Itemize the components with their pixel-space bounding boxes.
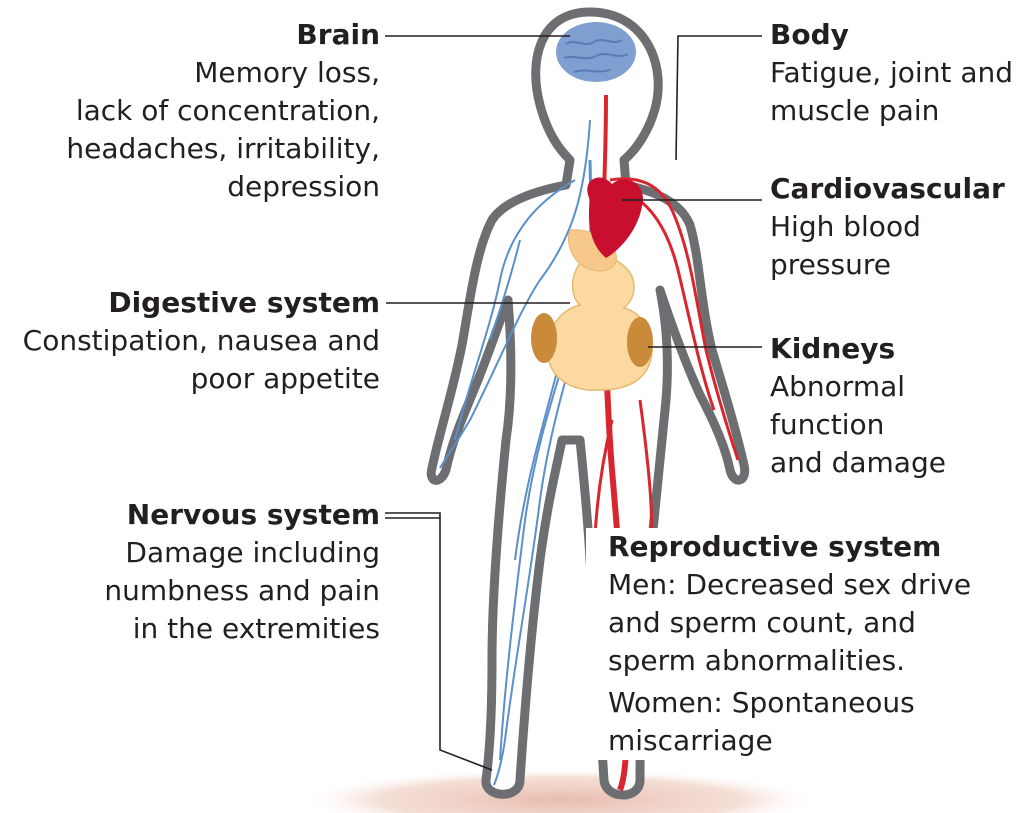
nervous-title: Nervous system: [0, 496, 380, 534]
kidneys-callout: Kidneys Abnormal function and damage: [770, 330, 946, 482]
left-kidney: [531, 313, 557, 363]
reproductive-women-line: miscarriage: [608, 722, 1026, 760]
brain-callout: Brain Memory loss, lack of concentration…: [0, 16, 380, 206]
reproductive-men-line: Men: Decreased sex drive: [608, 566, 1026, 604]
cardiovascular-line: High blood: [770, 208, 1005, 246]
reproductive-men-line: sperm abnormalities.: [608, 642, 1026, 680]
digestive-callout: Digestive system Constipation, nausea an…: [0, 284, 380, 398]
kidneys-line: function: [770, 406, 946, 444]
kidneys-line: Abnormal: [770, 368, 946, 406]
brain-title: Brain: [0, 16, 380, 54]
brain-line: depression: [0, 168, 380, 206]
cardiovascular-title: Cardiovascular: [770, 170, 1005, 208]
reproductive-callout: Reproductive system Men: Decreased sex d…: [586, 528, 1026, 760]
reproductive-men-line: and sperm count, and: [608, 604, 1026, 642]
floor-shadow: [300, 768, 820, 813]
reproductive-women-line: Women: Spontaneous: [608, 684, 1026, 722]
body-line: muscle pain: [770, 92, 1013, 130]
nervous-line: in the extremities: [0, 610, 380, 648]
brain: [556, 22, 636, 82]
nervous-callout: Nervous system Damage including numbness…: [0, 496, 380, 648]
nervous-leader: [385, 513, 492, 770]
body-line: Fatigue, joint and: [770, 54, 1013, 92]
nervous-line: numbness and pain: [0, 572, 380, 610]
digestive-line: poor appetite: [0, 360, 380, 398]
brain-line: Memory loss,: [0, 54, 380, 92]
nervous-line: Damage including: [0, 534, 380, 572]
digestive-title: Digestive system: [0, 284, 380, 322]
body-leader: [676, 36, 762, 160]
brain-line: lack of concentration,: [0, 92, 380, 130]
brain-line: headaches, irritability,: [0, 130, 380, 168]
kidneys-line: and damage: [770, 444, 946, 482]
cardiovascular-callout: Cardiovascular High blood pressure: [770, 170, 1005, 284]
digestive-line: Constipation, nausea and: [0, 322, 380, 360]
body-title: Body: [770, 16, 1013, 54]
right-kidney: [627, 317, 653, 367]
reproductive-title: Reproductive system: [608, 528, 1026, 566]
kidneys-title: Kidneys: [770, 330, 946, 368]
body-callout: Body Fatigue, joint and muscle pain: [770, 16, 1013, 130]
cardiovascular-line: pressure: [770, 246, 1005, 284]
